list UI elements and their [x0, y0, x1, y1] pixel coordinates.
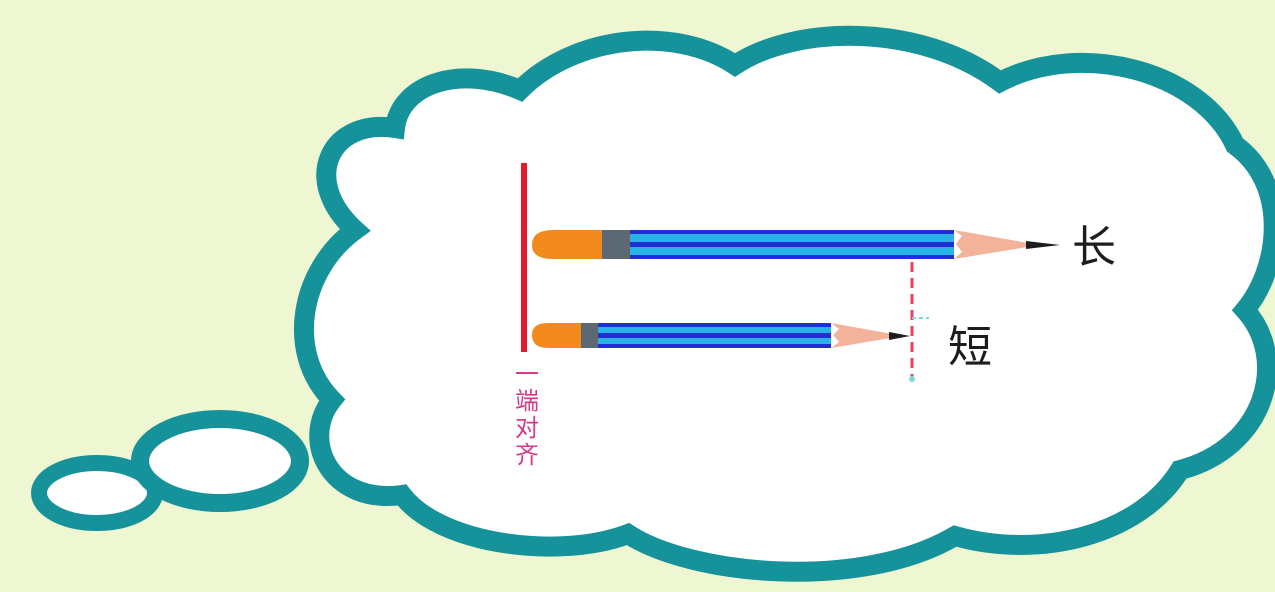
long-pencil-bottom-stripe [630, 255, 954, 259]
long-pencil-wood-tip [954, 230, 1040, 259]
short-pencil-wood-tip [831, 323, 903, 348]
short-pencil-eraser [532, 323, 581, 348]
short-label: 短 [948, 322, 992, 373]
short-pencil [532, 323, 910, 348]
short-pencil-bottom-stripe [598, 344, 831, 348]
short-pencil-ferrule [581, 323, 598, 348]
short-pencil-lead-tip [889, 332, 910, 340]
short-pencil-middle-stripe [598, 333, 831, 338]
alignment-caption-char-2: 端 [515, 387, 539, 415]
long-pencil-middle-stripe [630, 242, 954, 247]
long-pencil-lead-tip [1026, 241, 1060, 249]
long-pencil-eraser [532, 230, 602, 259]
large-thought-bubble [131, 410, 309, 512]
alignment-caption-char-4: 齐 [515, 441, 539, 469]
long-pencil-ferrule [602, 230, 630, 259]
measurement-guide-dot [909, 376, 915, 382]
thought-cloud [293, 25, 1275, 582]
long-pencil-top-stripe [630, 230, 954, 234]
alignment-caption: 一 端 对 齐 [515, 360, 539, 469]
alignment-caption-char-1: 一 [515, 360, 539, 388]
short-pencil-top-stripe [598, 323, 831, 327]
long-label: 长 [1072, 222, 1116, 273]
long-pencil [532, 230, 1060, 259]
alignment-caption-char-3: 对 [515, 414, 539, 442]
